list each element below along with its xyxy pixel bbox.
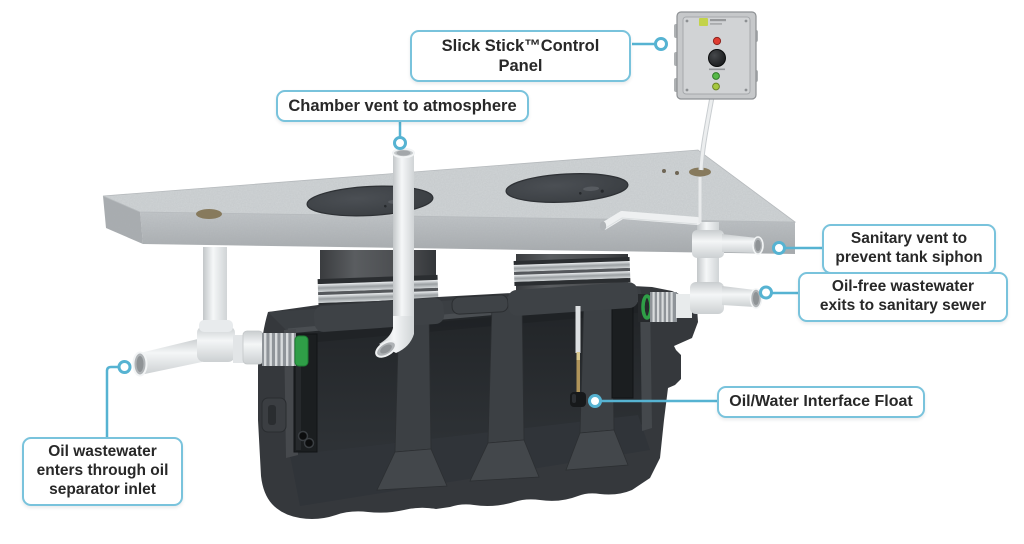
manhole-cover-right: [505, 173, 629, 203]
outlet-baffle-plate: [611, 301, 634, 399]
separator-tank: [258, 282, 698, 519]
panel-logo: [699, 18, 708, 26]
chamber-vent-pipe: [375, 147, 415, 358]
control-panel-cable: [698, 96, 715, 223]
sanitary-vent-hook: [599, 211, 701, 231]
inlet-pipe: [132, 247, 309, 377]
control-panel: [674, 11, 758, 100]
tank-interior: [284, 294, 652, 506]
panel-knob: [708, 49, 726, 67]
callout-leaders: [105, 37, 822, 437]
slab-hole-right: [689, 167, 711, 177]
outlet-pipe: [638, 222, 764, 322]
panel-yellow-led: [712, 82, 720, 91]
callout-outlet: Oil-free wastewater exits to sanitary se…: [798, 272, 1008, 322]
callout-chamber-vent: Chamber vent to atmosphere: [276, 90, 529, 123]
interface-float: [570, 306, 586, 407]
callout-inlet: Oil wastewater enters through oil separa…: [22, 437, 183, 506]
panel-green-led: [712, 72, 720, 80]
callout-control-panel: Slick Stick™Control Panel: [410, 30, 631, 83]
panel-red-led: [712, 36, 722, 46]
callout-sanitary-vent: Sanitary vent to prevent tank siphon: [822, 224, 996, 274]
callout-interface-float: Oil/Water Interface Float: [717, 386, 925, 418]
slab-hole-left: [196, 209, 222, 219]
